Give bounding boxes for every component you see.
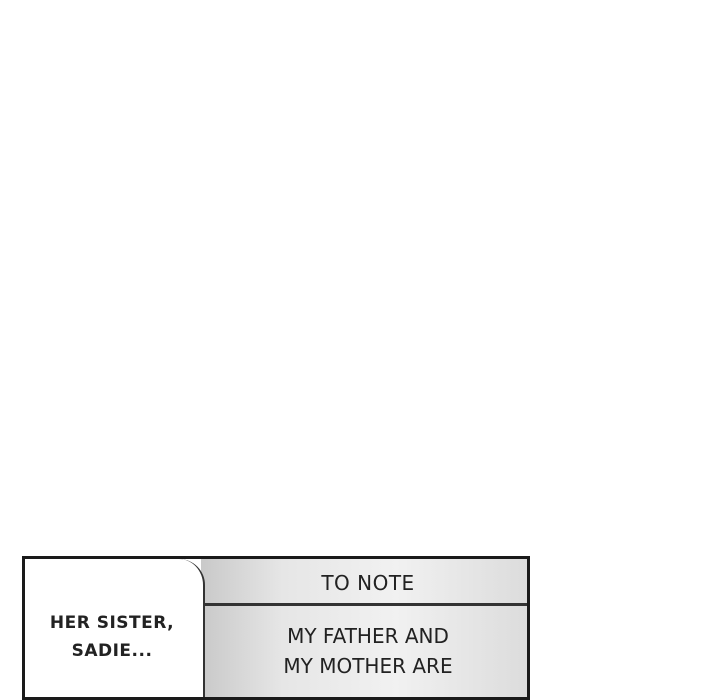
note-line: MY FATHER AND (287, 624, 449, 648)
speech-line: HER SISTER, (49, 613, 175, 633)
speech-line: SADIE... (71, 641, 153, 661)
note-body: MY FATHER AND MY MOTHER ARE (215, 621, 521, 681)
note-line: MY MOTHER ARE (283, 654, 453, 678)
note-divider (203, 603, 527, 606)
note-background (201, 559, 527, 697)
speech-text: HER SISTER, SADIE... (29, 609, 195, 665)
speech-bubble (25, 559, 205, 697)
comic-panel: TO NOTE MY FATHER AND MY MOTHER ARE HER … (22, 556, 530, 700)
note-header: TO NOTE (321, 571, 415, 595)
